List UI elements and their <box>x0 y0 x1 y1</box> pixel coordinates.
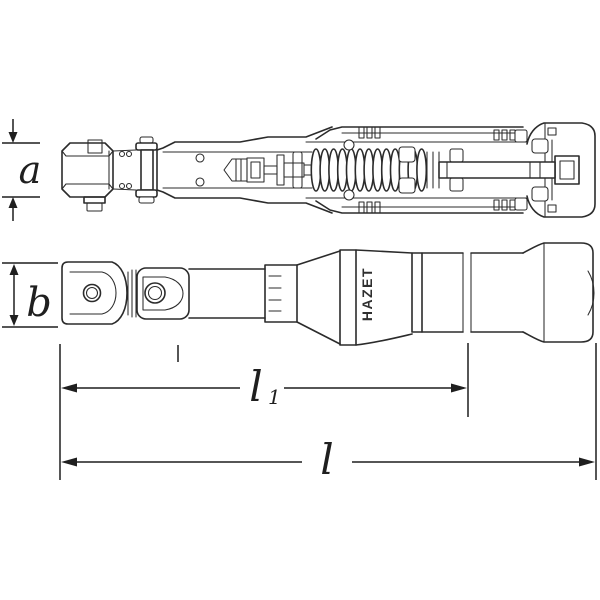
socket-pin <box>144 282 166 304</box>
knurled-band-left <box>339 249 357 346</box>
end-knob <box>522 242 595 343</box>
tube-housing-section <box>156 126 528 214</box>
locking-pin-hole <box>87 139 103 154</box>
dimension-l-arrow-right <box>579 457 595 467</box>
dimension-b-arrow-bottom <box>9 315 19 326</box>
dimension-a: a <box>2 119 41 221</box>
dimension-l-label: l <box>320 435 333 484</box>
dimension-l: l <box>61 435 595 484</box>
roller-blocks <box>398 146 464 194</box>
dimension-l1: l 1 <box>59 343 597 480</box>
joint-rings <box>127 269 137 318</box>
dimension-l-arrow-left <box>61 457 77 467</box>
handle-barrel <box>421 252 524 333</box>
dimension-a-label: a <box>19 148 42 192</box>
pivot-pin-cap <box>139 136 154 144</box>
square-drive-head-section <box>61 139 114 212</box>
dimension-b-label: b <box>26 280 52 326</box>
knuckle-socket <box>136 267 190 320</box>
grip: HAZET <box>355 249 413 346</box>
handle-groove <box>462 252 472 333</box>
hazet-logo-text: HAZET <box>359 267 375 321</box>
pivot-joint-section <box>112 136 158 204</box>
dimension-l1-arrow-right <box>451 383 467 393</box>
detent-ball-top <box>343 139 355 151</box>
detent-ball-bottom <box>343 189 355 201</box>
push-rod <box>438 161 556 179</box>
knurled-band-right <box>411 252 423 333</box>
top-view-cross-section <box>61 122 596 218</box>
bottom-view-exterior: HAZET <box>61 242 595 346</box>
dimension-b: b <box>2 262 58 328</box>
dimension-b-arrow-top <box>9 264 19 275</box>
release-button <box>83 196 106 204</box>
dimension-l1-subscript: 1 <box>268 385 281 409</box>
square-drive-head <box>61 261 128 325</box>
extension-lines <box>59 343 597 480</box>
dimension-l1-arrow-left <box>61 383 77 393</box>
rack-teeth <box>354 126 516 214</box>
dimension-a-arrow-bottom <box>8 197 18 208</box>
shaft-tube <box>188 268 266 319</box>
knurled-cone <box>264 250 341 345</box>
cam-mechanism-section <box>195 151 314 189</box>
dimension-l1-label: l <box>249 362 262 411</box>
pivot-pin <box>140 149 154 191</box>
dimension-a-arrow-top <box>8 132 18 143</box>
adjuster-block <box>554 155 580 185</box>
